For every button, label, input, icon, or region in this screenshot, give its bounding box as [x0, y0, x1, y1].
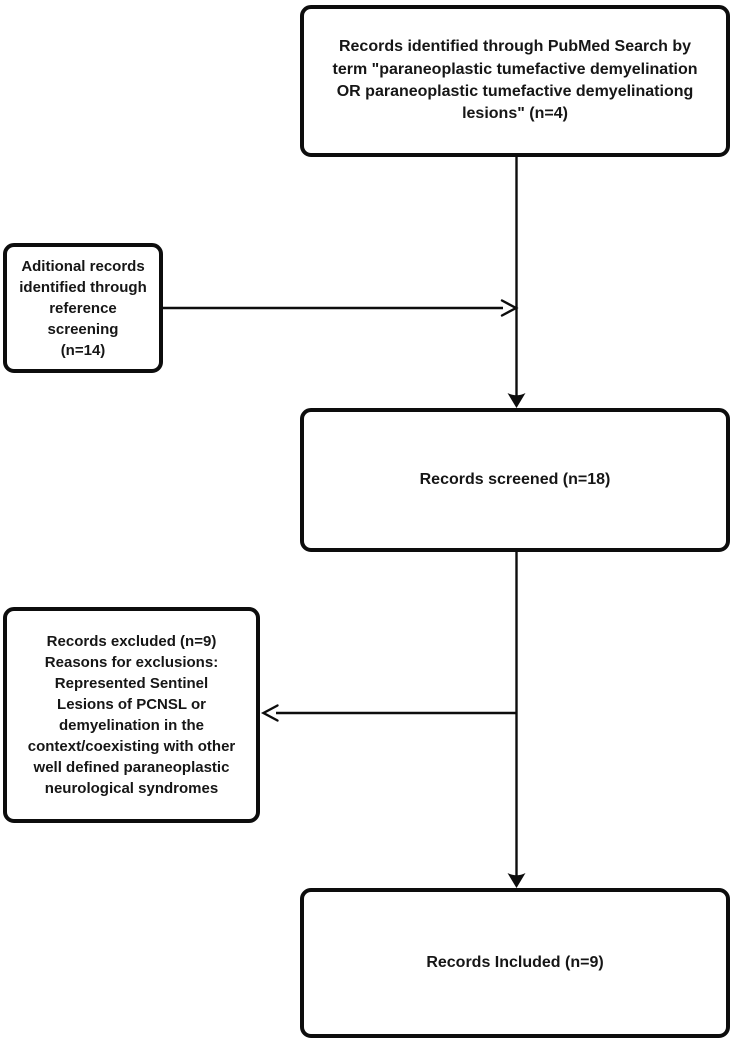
node-identification-text: Records identified through PubMed Search… — [332, 38, 698, 123]
node-records-screened-text: Records screened (n=18) — [419, 470, 611, 488]
arrowhead-down-included-icon — [507, 873, 526, 888]
node-identification: Records identified through PubMed Search… — [300, 5, 730, 157]
node-records-included-text: Records Included (n=9) — [426, 953, 604, 971]
node-records-excluded-text: Records excluded (n=9) Reasons for exclu… — [27, 633, 236, 797]
node-records-included: Records Included (n=9) — [300, 888, 730, 1038]
arrowhead-right-junction-icon — [500, 299, 519, 317]
node-records-excluded: Records excluded (n=9) Reasons for exclu… — [3, 607, 260, 823]
arrowhead-down-screened-icon — [507, 393, 526, 408]
node-records-screened: Records screened (n=18) — [300, 408, 730, 552]
node-additional-records: Aditional records identified through ref… — [3, 243, 163, 373]
node-additional-records-text: Aditional records identified through ref… — [19, 257, 147, 359]
arrowhead-left-excluded-icon — [260, 704, 279, 722]
